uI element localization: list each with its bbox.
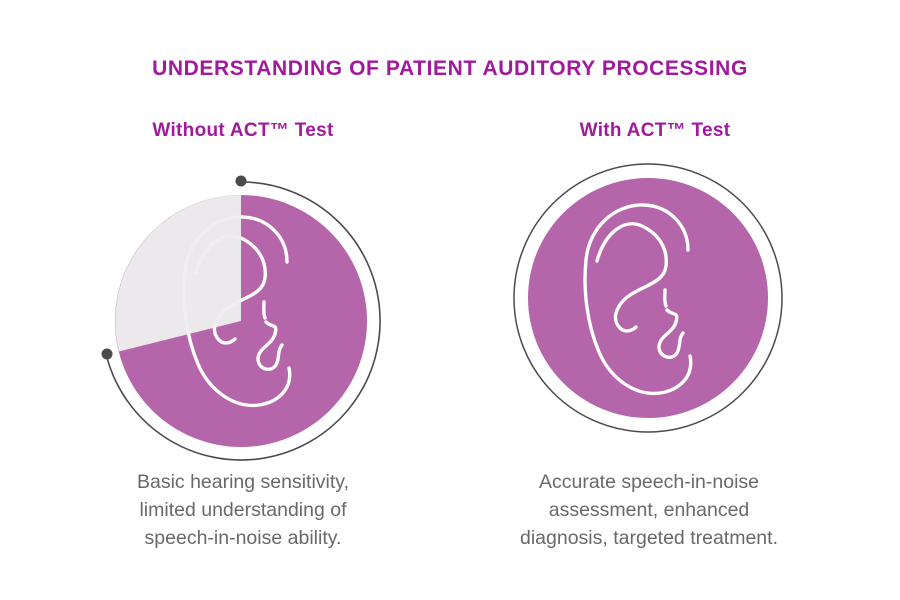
without-act-heading: Without ACT™ Test bbox=[152, 120, 334, 141]
ear-tragus-stem-path bbox=[262, 300, 267, 320]
with-act-heading: With ACT™ Test bbox=[579, 120, 731, 141]
without-act-description: Basic hearing sensitivity, limited under… bbox=[43, 468, 443, 552]
ear-tragus-squiggle-path bbox=[256, 320, 284, 371]
open-progress-arc bbox=[105, 181, 381, 461]
with-act-description: Accurate speech-in-noise assessment, enh… bbox=[449, 468, 849, 552]
description-line: assessment, enhanced bbox=[548, 499, 750, 521]
outer-ring bbox=[513, 163, 783, 433]
description-line: Basic hearing sensitivity, bbox=[136, 471, 350, 493]
ear-tragus-stem-path bbox=[663, 288, 668, 308]
description-line: limited understanding of bbox=[139, 499, 347, 521]
ear-in-partial-circle-icon bbox=[101, 175, 381, 461]
arc-endpoint-dot-left bbox=[101, 348, 113, 360]
description-line: speech-in-noise ability. bbox=[144, 527, 342, 549]
ear-in-full-circle-icon bbox=[513, 163, 783, 433]
page-title: UNDERSTANDING OF PATIENT AUDITORY PROCES… bbox=[152, 57, 748, 80]
ear-outline-path bbox=[583, 203, 693, 396]
missing-segment-wedge bbox=[115, 195, 241, 352]
ear-icon bbox=[583, 203, 693, 396]
full-purple-circle bbox=[528, 178, 768, 418]
ear-inner-helix-path bbox=[595, 222, 668, 333]
description-line: Accurate speech-in-noise bbox=[538, 471, 760, 493]
arc-endpoint-dot-top bbox=[235, 175, 247, 187]
description-line: diagnosis, targeted treatment. bbox=[520, 527, 778, 549]
ear-tragus-squiggle-path bbox=[657, 308, 685, 359]
